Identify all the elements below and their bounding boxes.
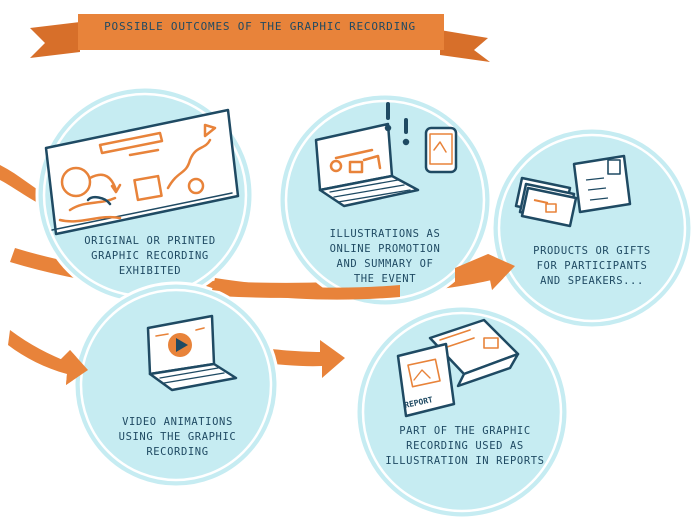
caption-exhibit: ORIGINAL OR PRINTED GRAPHIC RECORDING EX… bbox=[84, 235, 216, 277]
caption-online: ILLUSTRATIONS AS ONLINE PROMOTION AND SU… bbox=[329, 228, 441, 285]
caption-products: PRODUCTS OR GIFTS FOR PARTICIPANTS AND S… bbox=[533, 245, 651, 287]
report-booklet-icon: REPORT bbox=[396, 318, 520, 418]
caption-video: VIDEO ANIMATIONS USING THE GRAPHIC RECOR… bbox=[118, 416, 237, 458]
banner-left-tail bbox=[30, 22, 80, 58]
arrow-to-products-front bbox=[212, 278, 400, 300]
bubble-video-ring bbox=[79, 288, 273, 482]
title-banner bbox=[30, 14, 490, 62]
arrow-to-video-front bbox=[60, 350, 88, 385]
bubble-online-ring bbox=[284, 99, 486, 301]
laptop-play-icon bbox=[146, 314, 238, 392]
arrow-to-products-head bbox=[455, 254, 515, 290]
banner-right-tail bbox=[440, 30, 490, 62]
banner-title: POSSIBLE OUTCOMES OF THE GRAPHIC RECORDI… bbox=[104, 20, 416, 33]
bubble-products-ring bbox=[497, 133, 687, 323]
drawing-board-icon bbox=[44, 108, 240, 236]
banner-body bbox=[78, 14, 444, 50]
bubble-products bbox=[490, 126, 694, 330]
caption-report: PART OF THE GRAPHIC RECORDING USED AS IL… bbox=[385, 425, 545, 467]
postcards-icon bbox=[514, 154, 632, 228]
laptop-and-phone-icon bbox=[314, 102, 458, 208]
bubble-report-ring bbox=[361, 311, 563, 513]
